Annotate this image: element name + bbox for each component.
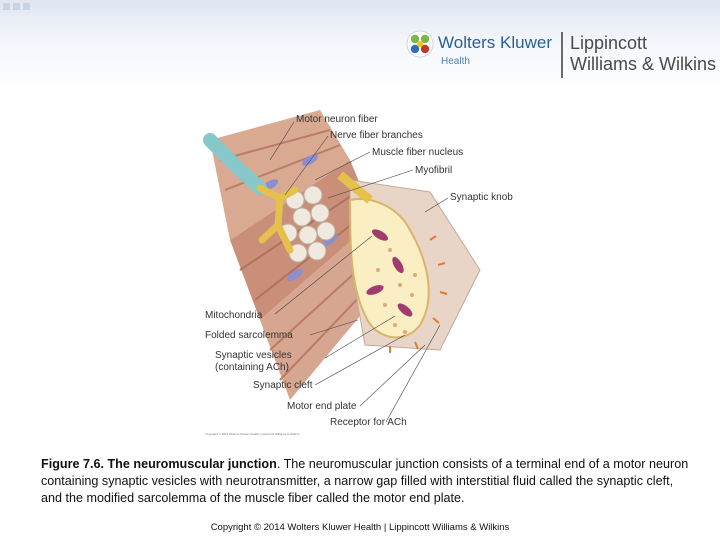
logo-divider [561, 32, 563, 78]
figure-caption: Figure 7.6. The neuromuscular junction. … [41, 456, 691, 507]
label-muscle-fiber-nucleus: Muscle fiber nucleus [372, 147, 463, 158]
caption-body: The neuromuscular junction consists of a… [41, 457, 689, 505]
corner-pattern [0, 0, 33, 13]
label-motor-neuron-fiber: Motor neuron fiber [296, 114, 378, 125]
label-nerve-fiber-branches: Nerve fiber branches [330, 130, 423, 141]
synaptic-knob-enlarged [337, 171, 481, 353]
figure-credit: Copyright © 2014 Wolters Kluwer Health |… [205, 432, 300, 436]
label-mitochondria: Mitochondria [205, 310, 263, 321]
caption-title: Figure 7.6. The neuromuscular junction [41, 457, 277, 471]
wolters-kluwer-logo-icon [406, 30, 434, 58]
leader-lines [269, 121, 449, 423]
label-synaptic-cleft: Synaptic cleft [253, 380, 313, 391]
brand-williams-wilkins: Williams & Wilkins [570, 54, 716, 74]
label-synaptic-knob: Synaptic knob [450, 192, 513, 203]
label-myofibril: Myofibril [415, 165, 452, 176]
motor-neuron-fiber [203, 133, 299, 254]
brand-health: Health [441, 56, 470, 67]
label-synaptic-vesicles: Synaptic vesicles [215, 350, 292, 361]
label-receptor-for-ach: Receptor for ACh [330, 417, 407, 428]
brand-wolters-kluwer: Wolters Kluwer [438, 33, 552, 52]
label-containing-ach: (containing ACh) [215, 362, 289, 373]
caption-title-end: . [276, 457, 281, 471]
footer-copyright: Copyright © 2014 Wolters Kluwer Health |… [210, 522, 510, 533]
slide-header: Wolters Kluwer Health Lippincott William… [0, 0, 720, 92]
neuromuscular-junction-illustration: Motor neuron fiber Nerve fiber branches … [203, 110, 513, 436]
label-motor-end-plate: Motor end plate [287, 401, 357, 412]
label-folded-sarcolemma: Folded sarcolemma [205, 330, 293, 341]
brand-lippincott: Lippincott [570, 33, 648, 53]
